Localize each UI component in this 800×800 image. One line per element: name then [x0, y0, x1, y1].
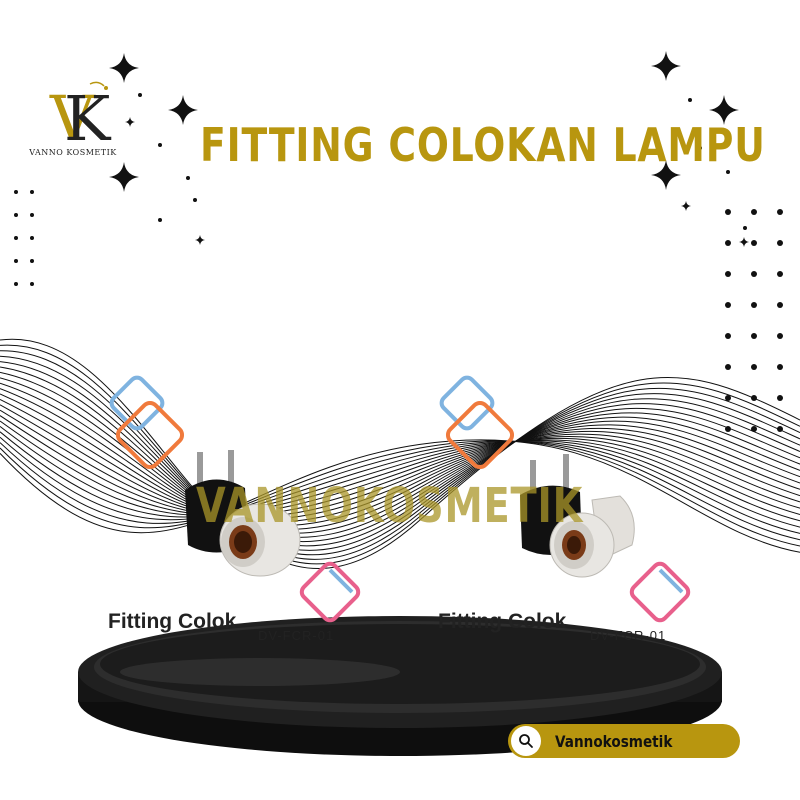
- sparkle-icon: [651, 160, 681, 190]
- dot: [30, 259, 34, 263]
- sparkle-icon: [739, 237, 749, 247]
- dot: [751, 364, 757, 370]
- sparkle-icons: [109, 51, 749, 247]
- sparkle-icon: [109, 162, 139, 192]
- podium: [78, 616, 722, 756]
- product-code-2: DV-FCR-01: [590, 628, 667, 643]
- dot: [138, 93, 142, 97]
- dot: [777, 426, 783, 432]
- dot: [777, 240, 783, 246]
- dot-pattern: [14, 93, 783, 432]
- dot: [777, 271, 783, 277]
- brand-logo: V K: [49, 81, 112, 155]
- dot: [743, 226, 747, 230]
- sparkle-icon: [168, 95, 198, 125]
- dot: [725, 395, 731, 401]
- sparkle-icon: [651, 51, 681, 81]
- dot: [14, 282, 18, 286]
- wave-line: [0, 440, 800, 547]
- dot: [751, 240, 757, 246]
- dot: [725, 364, 731, 370]
- wave-lines: [0, 338, 800, 569]
- dot: [751, 426, 757, 432]
- page-title: FITTING COLOKAN LAMPU: [200, 118, 766, 172]
- brand-caption: VANNO KOSMETIK: [29, 148, 117, 157]
- sparkle-icon: [195, 235, 205, 245]
- product-name-1: Fitting Colok: [108, 610, 237, 633]
- wave-line: [0, 371, 800, 543]
- search-bar[interactable]: Vannokosmetik: [508, 724, 740, 758]
- dot: [777, 364, 783, 370]
- dot: [751, 333, 757, 339]
- watermark: VANNOKOSMETIK: [196, 478, 584, 534]
- search-handle: Vannokosmetik: [555, 731, 673, 751]
- wave-line: [0, 415, 800, 516]
- dot: [725, 240, 731, 246]
- sparkle-icon: [125, 117, 135, 127]
- dot: [751, 209, 757, 215]
- wave-line: [0, 355, 800, 556]
- dot: [725, 302, 731, 308]
- wave-line: [0, 388, 800, 530]
- dot: [777, 302, 783, 308]
- dot: [725, 271, 731, 277]
- wave-line: [0, 409, 800, 518]
- wave-line: [0, 366, 800, 547]
- dot: [725, 209, 731, 215]
- dot: [193, 198, 197, 202]
- wave-line: [0, 398, 800, 523]
- dot: [751, 271, 757, 277]
- product-image-2: [520, 454, 635, 578]
- wave-line: [0, 420, 800, 516]
- wave-line: [0, 404, 800, 520]
- dot: [30, 213, 34, 217]
- wave-line: [0, 344, 800, 565]
- wave-line: [0, 382, 800, 534]
- dot: [777, 395, 783, 401]
- dot: [751, 395, 757, 401]
- sparkle-icon: [681, 201, 691, 211]
- dot: [14, 190, 18, 194]
- wave-line: [0, 440, 800, 541]
- sparkle-icon: [709, 95, 739, 125]
- sparkle-icon: [109, 53, 139, 83]
- dot: [158, 143, 162, 147]
- wave-line: [0, 426, 800, 522]
- dot: [777, 333, 783, 339]
- product-code-1: DV-FCR-01: [258, 628, 335, 643]
- decor-squares: [109, 375, 691, 623]
- dot: [30, 236, 34, 240]
- dot: [14, 213, 18, 217]
- dot: [30, 282, 34, 286]
- svg-text:K: K: [64, 82, 112, 155]
- svg-text:V: V: [49, 82, 96, 155]
- product-image-1: [185, 450, 301, 577]
- wave-line: [0, 431, 800, 528]
- search-icon[interactable]: [511, 726, 541, 756]
- dot: [30, 190, 34, 194]
- dot: [751, 302, 757, 308]
- dot: [688, 98, 692, 102]
- dot: [725, 333, 731, 339]
- dot: [777, 209, 783, 215]
- product-name-2: Fitting Colok: [438, 610, 567, 633]
- dot: [698, 146, 702, 150]
- dot: [726, 170, 730, 174]
- dot: [158, 218, 162, 222]
- dot: [186, 176, 190, 180]
- dot: [725, 426, 731, 432]
- wave-line: [0, 361, 800, 551]
- dot: [14, 259, 18, 263]
- wave-line: [0, 393, 800, 527]
- dot: [14, 236, 18, 240]
- wave-line: [0, 439, 800, 553]
- wave-line: [0, 436, 800, 534]
